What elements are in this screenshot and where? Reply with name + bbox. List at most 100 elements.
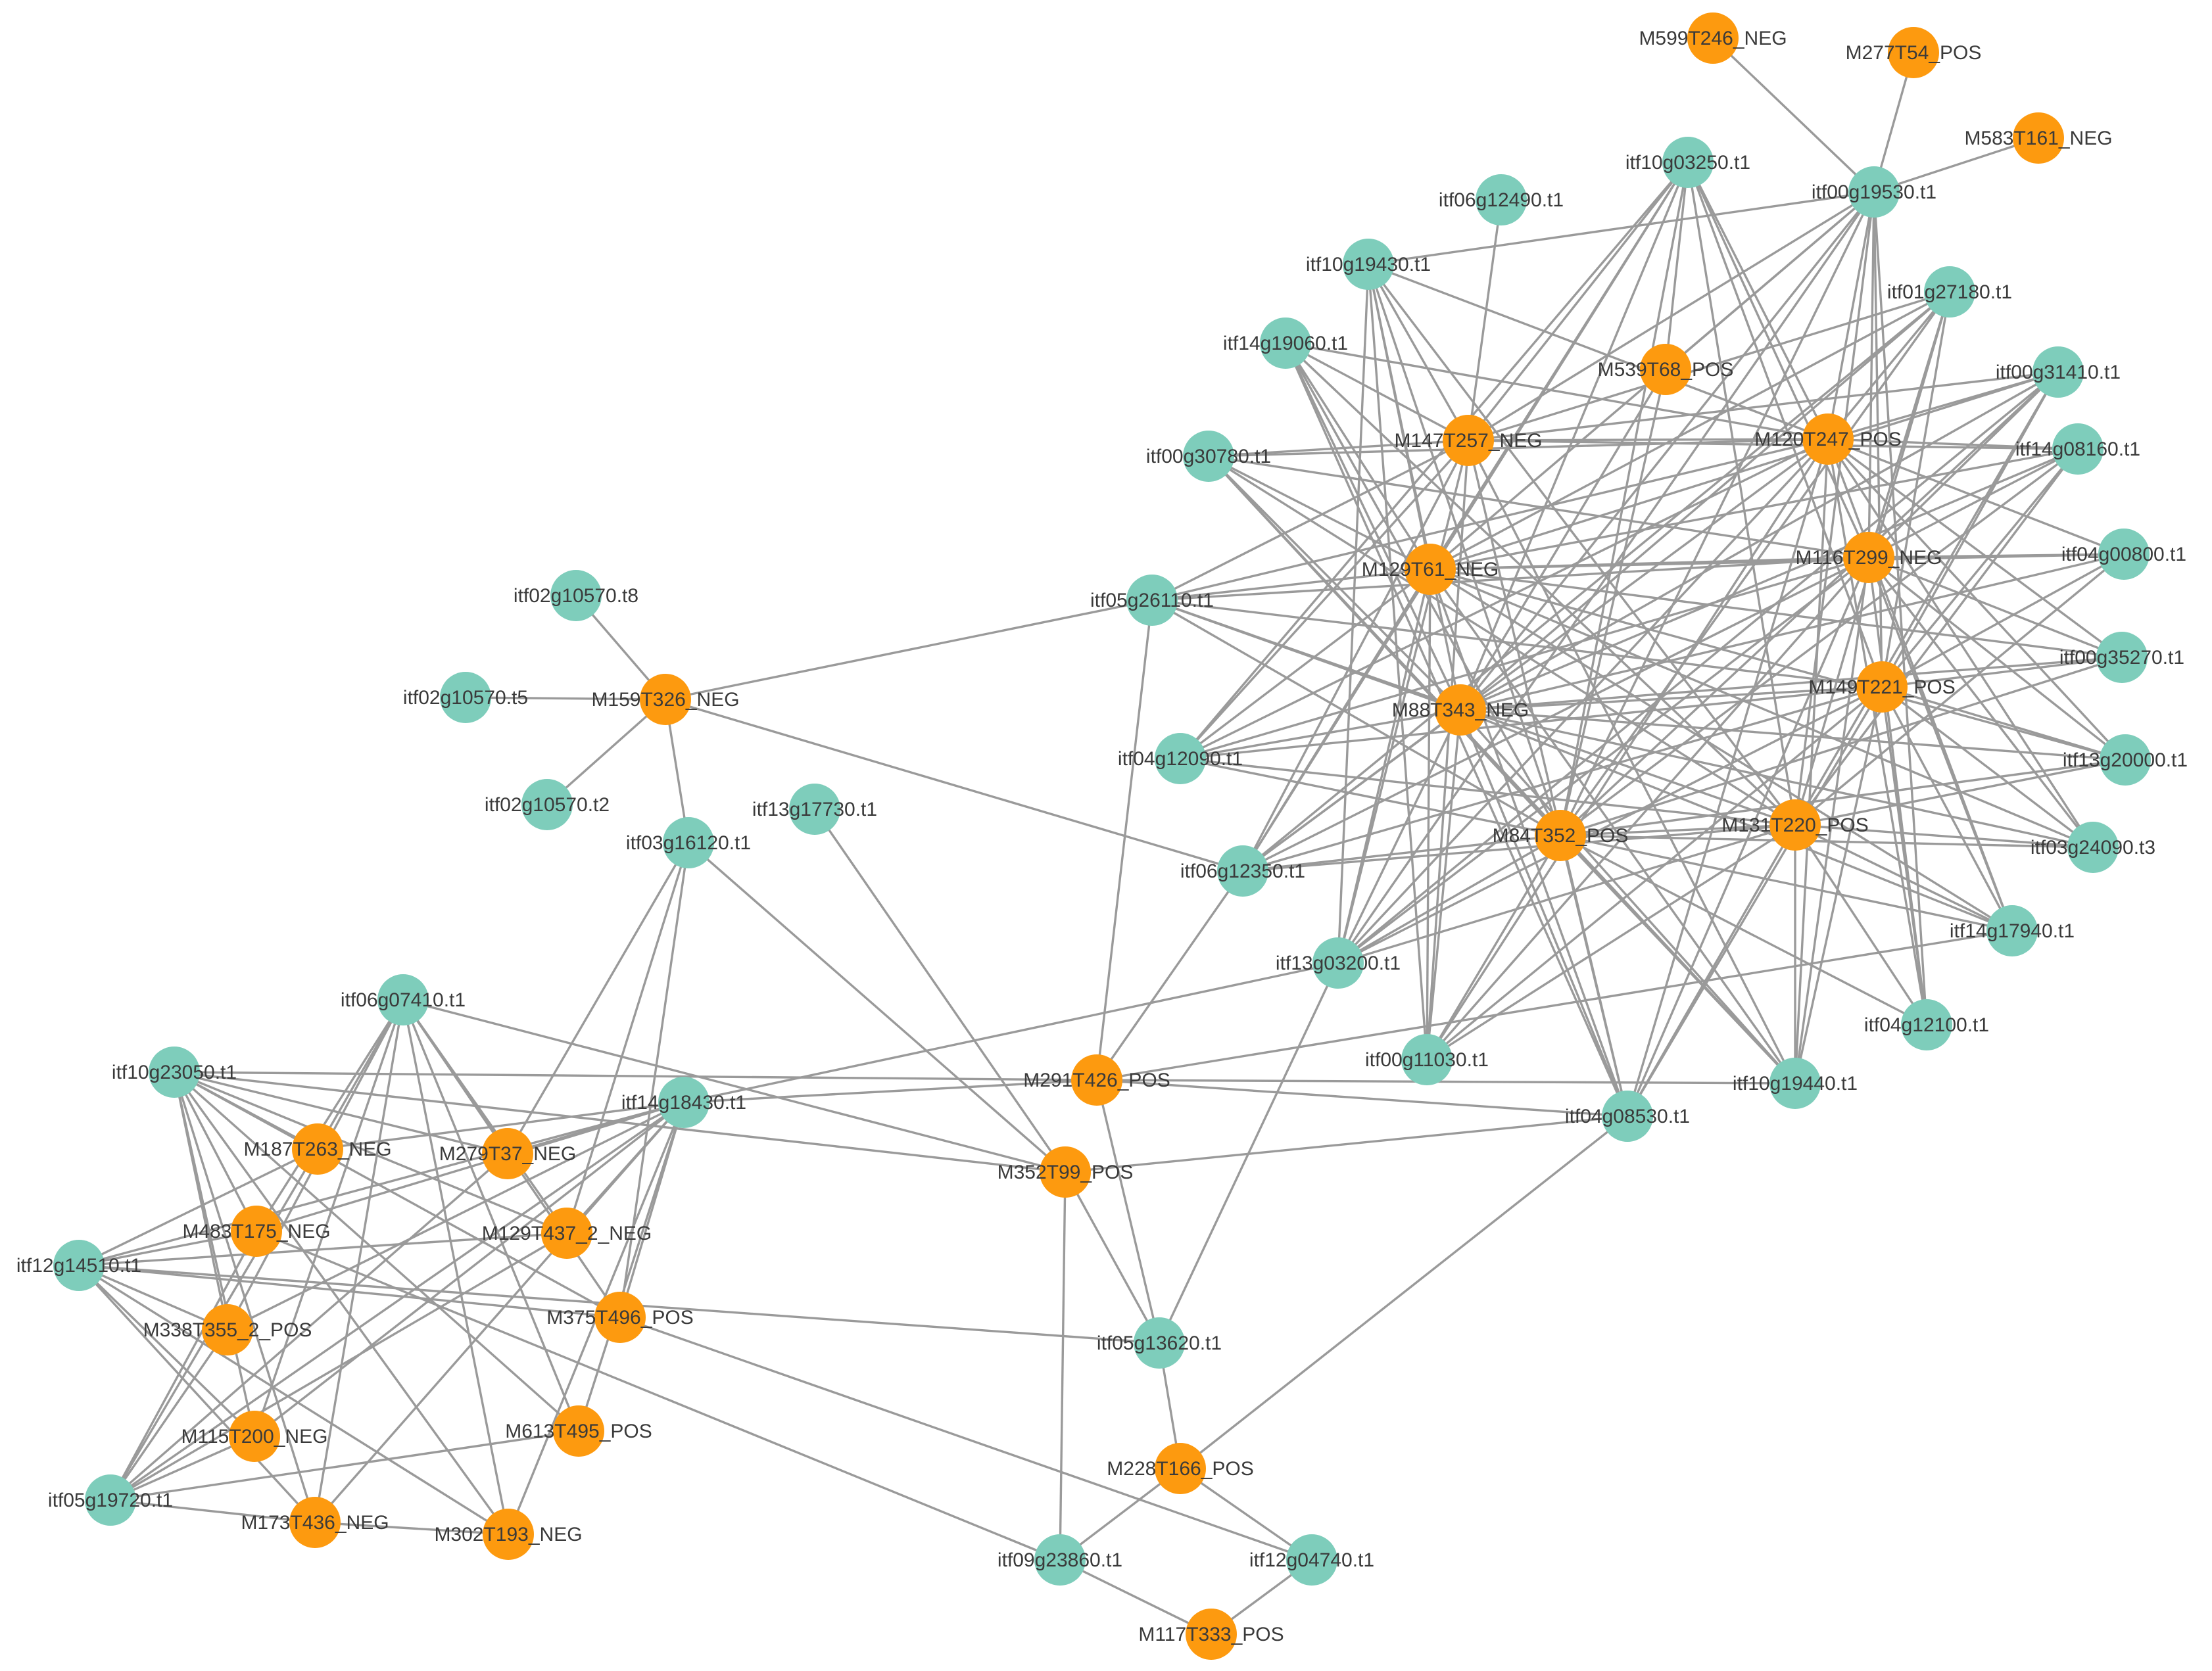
gene-node-circle [1183,431,1234,482]
edge-itf01g27180-t1--m147t257-neg [1468,291,1950,442]
gene-node-circle [377,974,429,1025]
gene-node-itf04g00800-t1[interactable]: itf04g00800.t1 [2061,529,2186,580]
gene-node-itf06g12490-t1[interactable]: itf06g12490.t1 [1439,174,1564,225]
metabolite-node-m129t61-neg[interactable]: M129T61_NEG [1362,544,1499,595]
metabolite-node-m302t193-neg[interactable]: M302T193_NEG [434,1509,583,1560]
edge-itf00g30780-t1--m147t257-neg [1208,439,1469,458]
metabolite-node-m583t161-neg[interactable]: M583T161_NEG [1964,112,2113,164]
metabolite-node-m338t355-2-pos[interactable]: M338T355_2_POS [143,1304,312,1355]
edge-itf14g08160-t1--m131t220-pos [1794,448,2079,826]
edge-itf04g08530-t1--m291t426-pos [1096,1079,1628,1118]
edge-itf10g19430-t1--itf00g11030-t1 [1367,264,1428,1060]
gene-node-itf06g07410-t1[interactable]: itf06g07410.t1 [341,974,466,1025]
gene-node-itf09g23860-t1[interactable]: itf09g23860.t1 [998,1534,1122,1586]
gene-node-itf04g12100-t1[interactable]: itf04g12100.t1 [1864,999,1989,1050]
metabolite-node-m539t68-pos[interactable]: M539T68_POS [1598,344,1734,395]
edge-itf00g11030-t1--m88t343-neg [1426,709,1462,1060]
gene-node-itf14g19060-t1[interactable]: itf14g19060.t1 [1223,318,1348,369]
metabolite-node-m84t352-pos[interactable]: M84T352_POS [1493,810,1629,861]
edge-itf00g19530-t1--m539t68-pos [1664,191,1875,371]
node-label: M120T247_POS [1754,429,1901,450]
node-label: M228T166_POS [1107,1458,1253,1480]
edge-itf03g16120-t1--m129t437-2-neg [565,842,690,1234]
gene-node-itf05g13620-t1[interactable]: itf05g13620.t1 [1097,1317,1222,1369]
gene-node-itf04g08530-t1[interactable]: itf04g08530.t1 [1565,1091,1690,1142]
metabolite-node-m375t496-pos[interactable]: M375T496_POS [546,1292,694,1343]
gene-node-itf04g12090-t1[interactable]: itf04g12090.t1 [1118,733,1243,784]
gene-node-itf02g10570-t2[interactable]: itf02g10570.t2 [485,779,610,830]
metabolite-node-m599t246-neg[interactable]: M599T246_NEG [1639,12,1787,64]
edge-itf00g11030-t1--m120t247-pos [1426,438,1829,1060]
edge-itf01g27180-t1--m120t247-pos [1827,291,1951,440]
gene-node-itf13g03200-t1[interactable]: itf13g03200.t1 [1276,937,1401,989]
metabolite-node-m149t221-pos[interactable]: M149T221_POS [1808,661,1956,713]
metabolite-node-m352t99-pos[interactable]: M352T99_POS [998,1146,1134,1198]
edge-itf10g23050-t1--m302t193-neg [173,1071,510,1535]
gene-node-circle [149,1047,200,1098]
gene-node-itf03g16120-t1[interactable]: itf03g16120.t1 [626,817,751,868]
gene-node-itf12g04740-t1[interactable]: itf12g04740.t1 [1249,1534,1374,1586]
gene-node-itf00g19530-t1[interactable]: itf00g19530.t1 [1812,166,1936,218]
metabolite-node-circle [1802,413,1854,465]
metabolite-node-m116t299-neg[interactable]: M116T299_NEG [1796,532,1942,583]
metabolite-node-m117t333-pos[interactable]: M117T333_POS [1138,1609,1284,1660]
gene-node-itf02g10570-t8[interactable]: itf02g10570.t8 [514,570,638,621]
edge-itf00g19530-t1--m120t247-pos [1827,191,1875,440]
edge-itf14g17940-t1--m291t426-pos [1096,930,2013,1081]
metabolite-node-m120t247-pos[interactable]: M120T247_POS [1754,413,1902,465]
gene-node-itf10g19430-t1[interactable]: itf10g19430.t1 [1306,239,1431,290]
metabolite-node-m613t495-pos[interactable]: M613T495_POS [505,1405,652,1457]
metabolite-node-circle [1443,415,1494,466]
metabolite-node-m291t426-pos[interactable]: M291T426_POS [1023,1054,1170,1106]
metabolite-node-m483t175-neg[interactable]: M483T175_NEG [182,1206,331,1257]
node-label: itf09g23860.t1 [998,1549,1122,1571]
gene-node-itf00g35270-t1[interactable]: itf00g35270.t1 [2059,632,2184,683]
gene-node-circle [550,570,602,621]
gene-node-itf00g11030-t1[interactable]: itf00g11030.t1 [1365,1034,1489,1085]
metabolite-node-m277t54-pos[interactable]: M277T54_POS [1846,27,1982,78]
gene-node-itf14g17940-t1[interactable]: itf14g17940.t1 [1950,905,2075,956]
edge-itf12g14510-t1--m115t200-neg [78,1264,256,1438]
node-label: M129T61_NEG [1362,559,1499,580]
gene-node-itf00g31410-t1[interactable]: itf00g31410.t1 [1996,346,2121,398]
edge-itf03g24090-t3--m116t299-neg [1867,556,2094,849]
gene-node-itf14g18430-t1[interactable]: itf14g18430.t1 [621,1077,746,1128]
metabolite-node-m159t326-neg[interactable]: M159T326_NEG [591,674,740,725]
edge-itf14g08160-t1--m147t257-neg [1468,439,2079,450]
metabolite-node-m228t166-pos[interactable]: M228T166_POS [1107,1443,1254,1494]
gene-node-itf06g12350-t1[interactable]: itf06g12350.t1 [1180,845,1305,897]
gene-node-itf10g19440-t1[interactable]: itf10g19440.t1 [1733,1058,1858,1109]
metabolite-node-m88t343-neg[interactable]: M88T343_NEG [1392,684,1529,736]
gene-node-itf05g19720-t1[interactable]: itf05g19720.t1 [48,1474,173,1526]
metabolite-node-m187t263-neg[interactable]: M187T263_NEG [243,1123,392,1175]
metabolite-node-m173t436-neg[interactable]: M173T436_NEG [241,1497,389,1548]
gene-node-itf05g26110-t1[interactable]: itf05g26110.t1 [1090,575,1214,626]
gene-node-itf03g24090-t3[interactable]: itf03g24090.t3 [2031,822,2155,873]
edge-itf00g11030-t1--m116t299-neg [1426,556,1870,1061]
metabolite-node-m115t200-neg[interactable]: M115T200_NEG [181,1411,328,1462]
edge-itf13g17730-t1--m352t99-pos [813,809,1067,1173]
node-label: M187T263_NEG [243,1139,391,1160]
gene-node-itf14g08160-t1[interactable]: itf14g08160.t1 [2015,423,2140,475]
gene-node-itf00g30780-t1[interactable]: itf00g30780.t1 [1146,431,1271,482]
edge-itf00g30780-t1--m120t247-pos [1208,438,1829,458]
gene-node-itf13g20000-t1[interactable]: itf13g20000.t1 [2063,734,2188,786]
node-label: itf05g19720.t1 [48,1490,173,1511]
edge-itf14g18430-t1--m187t263-neg [317,1101,685,1150]
metabolite-node-m129t437-2-neg[interactable]: M129T437_2_NEG [482,1208,652,1259]
gene-node-itf13g17730-t1[interactable]: itf13g17730.t1 [752,784,877,835]
gene-node-itf02g10570-t5[interactable]: itf02g10570.t5 [403,672,528,723]
edge-itf03g24090-t3--m131t220-pos [1794,824,2094,849]
gene-node-circle [1217,845,1268,897]
metabolite-node-m131t220-pos[interactable]: M131T220_POS [1721,799,1869,851]
gene-node-itf10g03250-t1[interactable]: itf10g03250.t1 [1625,137,1750,188]
gene-node-itf12g14510-t1[interactable]: itf12g14510.t1 [16,1240,141,1291]
metabolite-node-m279t37-neg[interactable]: M279T37_NEG [439,1128,576,1179]
gene-node-circle [1924,266,1975,318]
gene-node-itf01g27180-t1[interactable]: itf01g27180.t1 [1887,266,2012,318]
edge-itf00g11030-t1--m149t221-pos [1426,686,1883,1061]
node-label: itf14g18430.t1 [621,1092,746,1114]
metabolite-node-m147t257-neg[interactable]: M147T257_NEG [1394,415,1543,466]
gene-node-itf10g23050-t1[interactable]: itf10g23050.t1 [112,1047,237,1098]
edge-itf00g35270-t1--m149t221-pos [1881,656,2123,688]
